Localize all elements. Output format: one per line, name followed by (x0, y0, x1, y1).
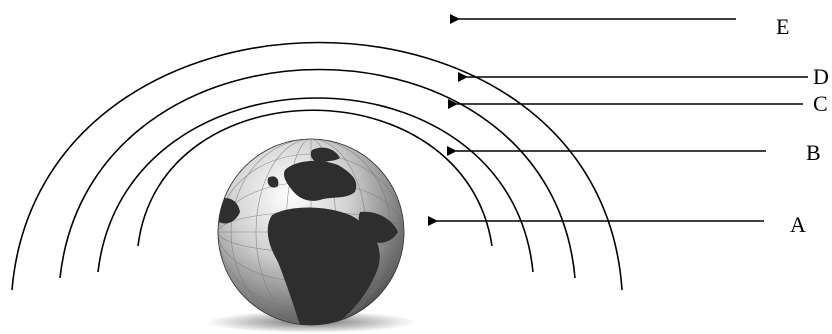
label-c: C (813, 91, 828, 116)
label-d: D (813, 64, 829, 89)
label-a: A (790, 212, 806, 237)
earth-globe (218, 139, 404, 325)
label-b: B (806, 140, 821, 165)
layer-labels: E D C B A (776, 14, 829, 237)
label-e: E (776, 14, 789, 39)
label-arrows (437, 19, 808, 221)
